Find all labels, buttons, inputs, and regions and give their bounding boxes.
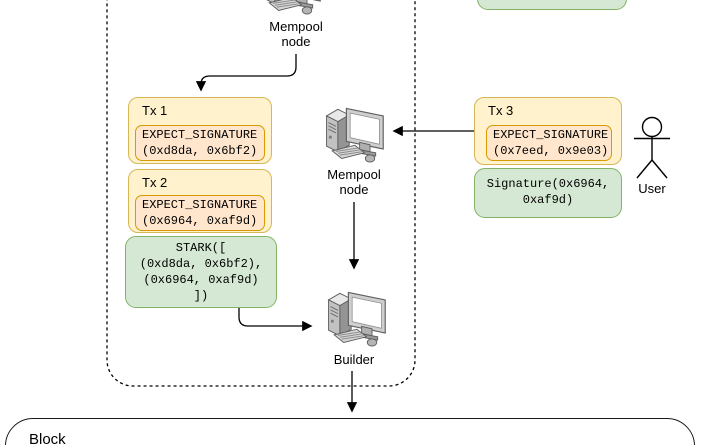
tx2-expect-signature: EXPECT_SIGNATURE (0x6964, 0xaf9d) xyxy=(135,195,265,231)
block-label: Block xyxy=(29,431,66,445)
builder-label: Builder xyxy=(333,352,375,367)
tx2-title: Tx 2 xyxy=(142,175,168,190)
workstation-icon xyxy=(319,282,391,350)
block-node: Block xyxy=(5,418,695,445)
tx1-node: Tx 1 EXPECT_SIGNATURE (0xd8da, 0x6bf2) xyxy=(128,97,272,164)
tx3-title: Tx 3 xyxy=(488,103,514,118)
tx3-expect-signature: EXPECT_SIGNATURE (0x7eed, 0x9e03) xyxy=(486,125,612,161)
stark-proof-box: STARK([ (0xd8da, 0x6bf2), (0x6964, 0xaf9… xyxy=(125,236,277,308)
edge-stark-to-builder xyxy=(238,308,313,332)
actor-icon xyxy=(630,112,674,182)
mempool-center-label: Mempool node xyxy=(327,167,381,197)
tx2-node: Tx 2 EXPECT_SIGNATURE (0x6964, 0xaf9d) xyxy=(128,169,272,233)
workstation-icon xyxy=(317,98,389,166)
mempool-top-label: Mempool node xyxy=(269,19,323,49)
tx1-title: Tx 1 xyxy=(142,103,168,118)
tx3-node: Tx 3 EXPECT_SIGNATURE (0x7eed, 0x9e03) xyxy=(474,97,622,165)
tx1-expect-signature: EXPECT_SIGNATURE (0xd8da, 0x6bf2) xyxy=(135,125,265,161)
signature-box: Signature(0x6964, 0xaf9d) xyxy=(474,168,622,218)
partial-green-box xyxy=(477,0,627,10)
user-label: User xyxy=(638,181,666,196)
workstation-icon xyxy=(254,0,326,18)
edge-mempool-top-to-tx1 xyxy=(195,54,297,92)
